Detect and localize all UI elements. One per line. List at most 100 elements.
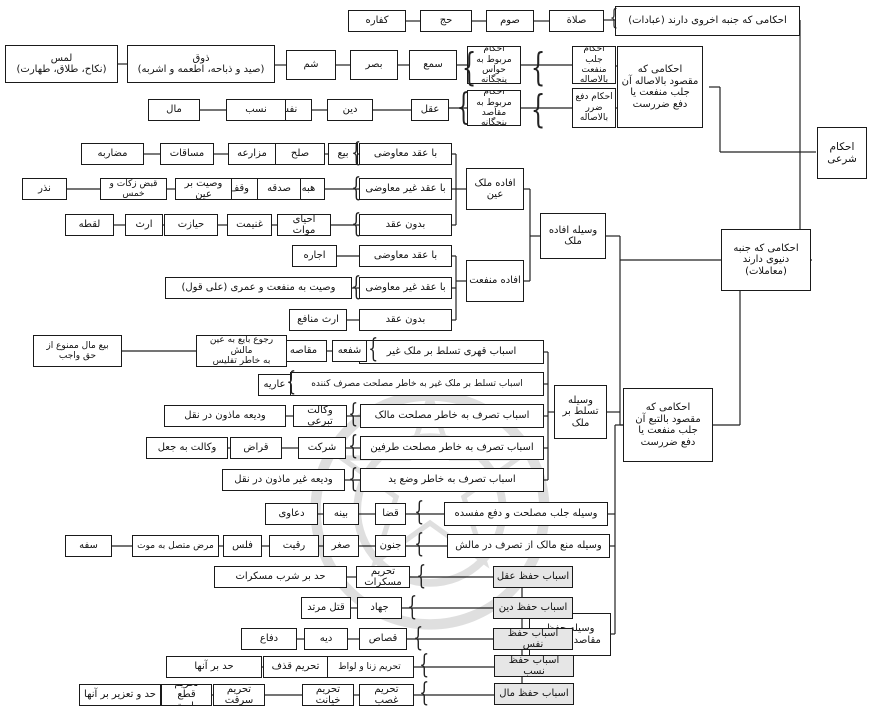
node-qirad: قراض <box>230 437 282 459</box>
node-qabz: قبض زکات و خمس <box>100 178 167 200</box>
node-mal: مال <box>148 99 200 121</box>
node-bidun-aqd-2: بدون عقد <box>359 309 452 331</box>
node-hifz-din: اسباب حفظ دین <box>493 597 573 619</box>
node-ba-aqd-muawadi-1: با عقد معاوضی <box>359 143 452 165</box>
node-nadhr: نذر <box>22 178 67 200</box>
node-hifz-nasab: اسباب حفظ نسب <box>494 655 574 677</box>
node-bay-mal-mamnu: بیع مال ممنوع از حق واجب <box>33 335 122 367</box>
brace-icon: { <box>414 497 425 527</box>
brace-icon: { <box>348 431 359 461</box>
node-tahrim-zina: تحریم زنا و لواط <box>325 656 414 678</box>
brace-icon: { <box>416 561 427 591</box>
node-bidun-aqd-1: بدون عقد <box>359 214 452 236</box>
node-falas: فلس <box>223 535 262 557</box>
node-bay: بیع <box>328 143 358 165</box>
node-ahkam-shari: احکام شرعی <box>817 127 867 179</box>
brace-icon: { <box>456 87 471 128</box>
node-shamm: شم <box>286 50 336 80</box>
node-din: دین <box>327 99 373 121</box>
node-vadia-ghayr: ودیعه غیر ماذون در نقل <box>222 469 345 491</box>
node-irth-manafi: ارث منافع <box>289 309 347 331</box>
node-tahrim-qazf: تحریم قذف <box>263 656 328 678</box>
node-kaffara: کفاره <box>348 10 406 32</box>
node-daawi: دعاوی <box>265 503 318 525</box>
node-riqqiyat: رقیت <box>269 535 319 557</box>
node-irth-1: ارث <box>125 214 163 236</box>
node-daf-bil-asala: احکام دفع ضرر بالاصاله <box>572 88 616 128</box>
node-dunyawi: احکامی که جنبه دنیوی دارند (معاملات) <box>721 229 811 291</box>
node-vasile-ifade-milk: وسیله افاده ملک <box>540 213 606 259</box>
node-sadaqa: صدقه <box>257 178 301 200</box>
node-qisas: قصاص <box>359 628 407 650</box>
brace-icon: { <box>419 650 430 680</box>
node-shufa: شفعه <box>332 340 367 362</box>
brace-icon: { <box>609 6 619 31</box>
node-rujue-bayi: رجوع بایع به عین مالش به خاطر تفلیس <box>196 335 287 367</box>
brace-icon: { <box>530 45 546 89</box>
node-ghanimat: غنیمت <box>227 214 272 236</box>
node-vasile-tasallut: وسیله تسلط بر ملک <box>554 385 607 439</box>
node-vadia-mathun: ودیعه ماذون در نقل <box>164 405 286 427</box>
node-basar: بصر <box>350 50 398 80</box>
node-asbab-qahri: اسباب قهری تسلط بر ملک غیر <box>359 340 544 364</box>
node-tahrim-qat-tariq: تحریم قطع طریق <box>161 684 212 706</box>
node-asbab-tasarruf-vaz-yad: اسباب تصرف به خاطر وضع ید <box>360 468 544 492</box>
brace-icon: { <box>368 334 379 364</box>
node-maraz: مرض متصل به موت <box>132 535 219 557</box>
node-ihya: احیای موات <box>277 214 331 236</box>
node-nasab: نسب <box>226 99 286 121</box>
node-dhawq: ذوق (صید و ذباحه، اطعمه و اشربه) <box>127 45 275 83</box>
node-hifz-nafs: اسباب حفظ نفس <box>493 628 573 650</box>
node-qaza: قضا <box>375 503 406 525</box>
brace-icon: { <box>413 623 424 653</box>
node-vikalat-tabarrui: وکالت تبرعی <box>293 405 347 427</box>
node-asbab-tasallut-maslahat: اسباب تسلط بر ملک غیر به خاطر مصلحت مصرف… <box>290 372 544 396</box>
node-ifade-milk-ayn: افاده ملک عین <box>466 168 524 210</box>
node-junun: جنون <box>375 535 406 557</box>
brace-icon: { <box>286 367 297 397</box>
node-ifade-manfaat: افاده منفعت <box>466 260 524 302</box>
node-jalb-bil-asala: احکام جلب منفعت بالاصاله <box>572 46 616 84</box>
brace-icon: { <box>348 464 359 494</box>
node-jihad: جهاد <box>357 597 402 619</box>
node-musaqat: مساقات <box>160 143 214 165</box>
node-vasile-jalb-maslahat: وسیله جلب مصلحت و دفع مفسده <box>444 502 608 526</box>
node-muzaraa: مزارعه <box>228 143 276 165</box>
node-aql: عقل <box>411 99 449 121</box>
brace-icon: { <box>351 209 362 239</box>
node-vasiyyat-manfaat: وصیت به منفعت و عمری (علی قول) <box>165 277 352 299</box>
node-muqassa: مقاصه <box>280 340 327 362</box>
node-asbab-tasarruf-malik: اسباب تصرف به خاطر مصلحت مالک <box>360 404 544 428</box>
node-hadd-tazir: حد و تعزیر بر آنها <box>79 684 161 706</box>
brace-icon: { <box>348 399 359 429</box>
node-salat: صلاة <box>549 10 604 32</box>
node-hajj: حج <box>420 10 472 32</box>
brace-icon: { <box>461 45 477 89</box>
node-safah: سفه <box>65 535 112 557</box>
node-asbab-tasarruf-tarafayn: اسباب تصرف به خاطر مصلحت طرفین <box>360 436 544 460</box>
node-maqsud-bittab: احکامی که مقصود بالتبع آن جلب منفعت یا د… <box>623 388 713 462</box>
node-tahrim-muskirat: تحریم مسکرات <box>356 566 410 588</box>
node-lams: لمس (نکاح، طلاق، طهارت) <box>5 45 118 83</box>
node-ijara: اجاره <box>292 245 337 267</box>
node-ba-aqd-ghayr-1: با عقد غیر معاوضی <box>359 178 452 200</box>
node-hifz-mal: اسباب حفظ مال <box>494 683 574 705</box>
node-ariya: عاریه <box>258 374 291 396</box>
node-vikalat-jual: وکالت به جعل <box>146 437 228 459</box>
brace-icon: { <box>351 173 362 203</box>
node-difa: دفاع <box>241 628 297 650</box>
node-ba-aqd-ghayr-2: با عقد غیر معاوضی <box>359 277 452 299</box>
node-vasiyyat-ayn: وصیت بر عین <box>175 178 232 200</box>
brace-icon: { <box>351 272 362 302</box>
node-qatl-murtad: قتل مرتد <box>301 597 351 619</box>
node-hadd-anha-1: حد بر آنها <box>166 656 262 678</box>
node-shirkat: شرکت <box>298 437 346 459</box>
node-diya: دیه <box>304 628 348 650</box>
node-hiyazat: حیازت <box>164 214 218 236</box>
brace-icon: { <box>419 678 430 708</box>
node-vasile-man-malik: وسیله منع مالک از تصرف در مالش <box>447 534 610 558</box>
node-tahrim-sirqat: تحریم سرقت <box>213 684 265 706</box>
node-maqasid-panjgane: احکام مربوط به مقاصد پنجگانه <box>467 90 521 126</box>
